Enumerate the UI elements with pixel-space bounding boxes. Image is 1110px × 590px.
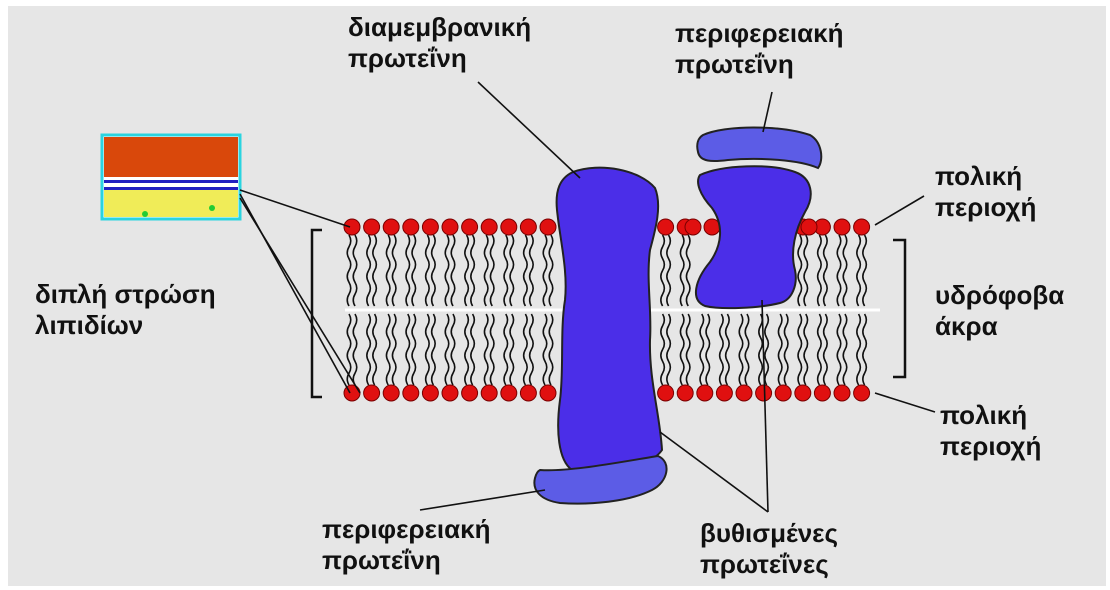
- lipid-head-top: [422, 219, 438, 235]
- lipid-head-top: [403, 219, 419, 235]
- label-bilayer-line2: λιπιδίων: [35, 310, 216, 341]
- label-embedded-proteins: βυθισμένες πρωτεΐνες: [700, 518, 838, 580]
- lipid-head-bottom: [677, 385, 693, 401]
- lipid-head-top: [834, 219, 850, 235]
- lipid-head-bottom: [795, 385, 811, 401]
- lipid-head-bottom: [462, 385, 478, 401]
- transmembrane-protein: [557, 168, 662, 471]
- label-hydrophobic-tails: υδρόφοβα άκρα: [935, 280, 1064, 342]
- lipid-head-top: [658, 219, 674, 235]
- label-peripheral-protein-bottom: περιφερειακή πρωτεΐνη: [322, 514, 491, 576]
- lipid-head-top: [364, 219, 380, 235]
- label-polar-top-line1: πολική: [935, 161, 1036, 192]
- lipid-head-bottom: [383, 385, 399, 401]
- inset-blue-line-1: [104, 180, 238, 183]
- lipid-head-top: [540, 219, 556, 235]
- lipid-head-bottom: [364, 385, 380, 401]
- lipid-head-bottom: [540, 385, 556, 401]
- label-bilayer-line1: διπλή στρώση: [35, 279, 216, 310]
- label-peripheral-top-line1: περιφερειακή: [675, 18, 844, 49]
- lipid-head-bottom: [834, 385, 850, 401]
- inset-white-stripe: [104, 177, 238, 180]
- lipid-head-top: [383, 219, 399, 235]
- label-hydrophobic-line1: υδρόφοβα: [935, 280, 1064, 311]
- lipid-head-bottom: [854, 385, 870, 401]
- label-embedded-line2: πρωτεΐνες: [700, 549, 838, 580]
- inset-top-layer: [104, 137, 238, 177]
- lipid-head-bottom: [775, 385, 791, 401]
- label-transmembrane-line2: πρωτεΐνη: [348, 43, 531, 74]
- inset-dot-1: [142, 211, 148, 217]
- label-polar-region-bottom: πολική περιοχή: [940, 400, 1041, 462]
- label-peripheral-bottom-line2: πρωτεΐνη: [322, 545, 491, 576]
- inset-dot-2: [209, 205, 215, 211]
- lipid-head-top: [685, 219, 701, 235]
- lipid-head-bottom: [716, 385, 732, 401]
- label-embedded-line1: βυθισμένες: [700, 518, 838, 549]
- label-peripheral-bottom-line1: περιφερειακή: [322, 514, 491, 545]
- label-lipid-bilayer: διπλή στρώση λιπιδίων: [35, 279, 216, 341]
- lipid-head-top: [801, 219, 817, 235]
- lipid-head-bottom: [403, 385, 419, 401]
- lipid-head-bottom: [442, 385, 458, 401]
- lipid-head-top: [520, 219, 536, 235]
- lipid-head-bottom: [481, 385, 497, 401]
- label-polar-region-top: πολική περιοχή: [935, 161, 1036, 223]
- lipid-head-bottom: [658, 385, 674, 401]
- lipid-head-bottom: [501, 385, 517, 401]
- label-polar-bottom-line2: περιοχή: [940, 431, 1041, 462]
- lipid-head-bottom: [814, 385, 830, 401]
- lipid-head-bottom: [422, 385, 438, 401]
- label-transmembrane-protein: διαμεμβρανική πρωτεΐνη: [348, 12, 531, 74]
- lipid-head-bottom: [697, 385, 713, 401]
- label-transmembrane-line1: διαμεμβρανική: [348, 12, 531, 43]
- inset-bottom-layer: [104, 190, 238, 217]
- lipid-head-top: [442, 219, 458, 235]
- membrane-inset: [102, 135, 240, 219]
- lipid-head-bottom: [736, 385, 752, 401]
- label-peripheral-top-line2: πρωτεΐνη: [675, 49, 844, 80]
- lipid-head-top: [481, 219, 497, 235]
- lipid-head-bottom: [520, 385, 536, 401]
- lipid-head-top: [462, 219, 478, 235]
- inset-white-stripe-2: [104, 183, 238, 187]
- label-hydrophobic-line2: άκρα: [935, 311, 1064, 342]
- lipid-head-bottom: [756, 385, 772, 401]
- label-polar-top-line2: περιοχή: [935, 192, 1036, 223]
- label-peripheral-protein-top: περιφερειακή πρωτεΐνη: [675, 18, 844, 80]
- lipid-head-top: [854, 219, 870, 235]
- lipid-head-top: [501, 219, 517, 235]
- lipid-head-top: [344, 219, 360, 235]
- inset-blue-line-2: [104, 187, 238, 190]
- label-polar-bottom-line1: πολική: [940, 400, 1041, 431]
